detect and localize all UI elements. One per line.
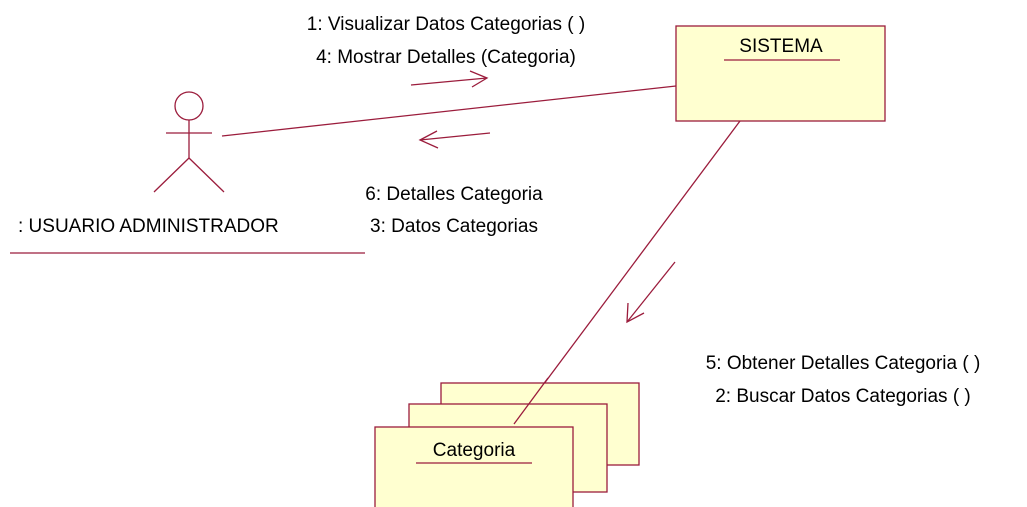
messages-actor-to-sistema: 1: Visualizar Datos Categorias ( ) 4: Mo… <box>307 14 585 68</box>
messages-sistema-to-categoria: 5: Obtener Detalles Categoria ( ) 2: Bus… <box>706 353 981 407</box>
arrow-sistema-to-actor <box>418 130 491 149</box>
sistema-name: SISTEMA <box>739 36 823 57</box>
categoria-box-front <box>374 426 574 507</box>
arrow-actor-to-sistema <box>410 70 489 88</box>
link-actor-sistema <box>221 85 677 137</box>
sistema-box <box>675 25 886 122</box>
actor-head <box>174 91 204 121</box>
arrow-sistema-to-categoria <box>626 261 676 324</box>
message-label: 5: Obtener Detalles Categoria ( ) <box>706 353 981 374</box>
actor-left-leg <box>153 157 190 193</box>
actor-right-leg <box>188 157 225 193</box>
link-sistema-categoria-overlay <box>513 377 549 425</box>
messages-sistema-to-actor: 6: Detalles Categoria 3: Datos Categoria… <box>365 184 543 237</box>
message-label: 2: Buscar Datos Categorias ( ) <box>715 386 971 407</box>
categoria-name: Categoria <box>433 440 516 461</box>
message-label: 3: Datos Categorias <box>370 216 538 237</box>
actor-usuario-administrador[interactable]: : USUARIO ADMINISTRADOR <box>10 91 365 254</box>
link-sistema-categoria <box>513 120 741 425</box>
actor-name: : USUARIO ADMINISTRADOR <box>18 216 279 237</box>
object-categoria[interactable]: Categoria <box>374 377 640 507</box>
object-sistema[interactable]: SISTEMA <box>675 25 886 122</box>
message-label: 1: Visualizar Datos Categorias ( ) <box>307 14 585 35</box>
message-label: 4: Mostrar Detalles (Categoria) <box>316 47 576 68</box>
message-label: 6: Detalles Categoria <box>365 184 543 205</box>
